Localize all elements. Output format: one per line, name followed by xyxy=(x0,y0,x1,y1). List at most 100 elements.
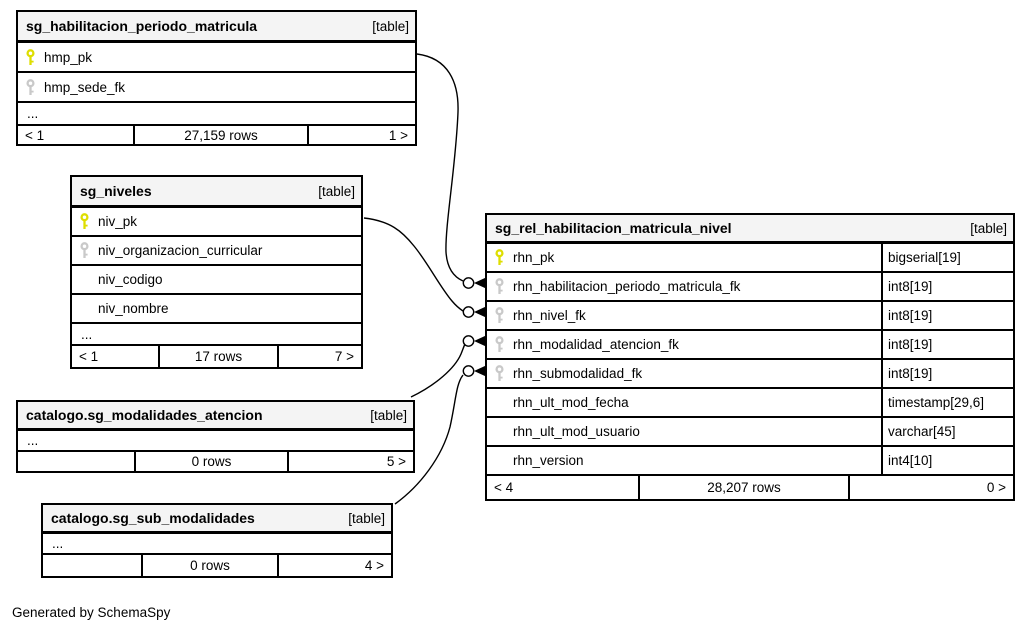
primary-key-icon xyxy=(24,48,37,66)
table-footer: 0 rows 4 > xyxy=(43,555,391,576)
table-header: catalogo.sg_modalidades_atencion [table] xyxy=(18,402,413,431)
footer-parent-count: < 1 xyxy=(25,127,45,143)
column-type: timestamp[29,6] xyxy=(881,389,1013,416)
column-row: rhn_ult_mod_usuario varchar[45] xyxy=(487,418,1013,447)
table-header: sg_niveles [table] xyxy=(72,177,361,208)
column-name: rhn_submodalidad_fk xyxy=(513,366,643,381)
column-name: niv_organizacion_curricular xyxy=(98,243,263,258)
primary-key-icon xyxy=(78,213,91,230)
foreign-key-icon xyxy=(493,278,506,295)
column-row: niv_codigo xyxy=(72,266,361,295)
footer-parent-count xyxy=(43,555,141,576)
table-catalogo-sg_sub_modalidades[interactable]: catalogo.sg_sub_modalidades [table] ... … xyxy=(41,503,393,578)
cardinality-circle xyxy=(462,277,475,289)
column-type: varchar[45] xyxy=(881,418,1013,445)
primary-key-icon xyxy=(493,249,506,266)
table-title[interactable]: catalogo.sg_modalidades_atencion xyxy=(26,407,263,423)
column-row: hmp_pk xyxy=(18,43,415,73)
column-type: bigserial[19] xyxy=(881,244,1013,271)
column-row: rhn_nivel_fk int8[19] xyxy=(487,302,1013,331)
column-row: niv_pk xyxy=(72,208,361,237)
footer-parent-count: < 4 xyxy=(494,480,514,495)
column-name: rhn_habilitacion_periodo_matricula_fk xyxy=(513,279,741,294)
foreign-key-icon xyxy=(78,242,91,259)
table-title[interactable]: sg_habilitacion_periodo_matricula xyxy=(26,18,258,34)
column-name: niv_codigo xyxy=(98,272,163,287)
table-type-badge: [table] xyxy=(348,510,385,526)
ellipsis-row: ... xyxy=(18,431,413,452)
column-name: rhn_pk xyxy=(513,250,555,265)
table-title[interactable]: catalogo.sg_sub_modalidades xyxy=(51,510,255,526)
column-name: hmp_pk xyxy=(44,49,93,65)
cardinality-circle xyxy=(462,306,475,318)
table-title[interactable]: sg_niveles xyxy=(80,183,152,199)
fk-connector-modalidad-atencion xyxy=(410,343,466,398)
column-name: niv_pk xyxy=(98,214,138,229)
column-row: rhn_habilitacion_periodo_matricula_fk in… xyxy=(487,273,1013,302)
column-row: niv_organizacion_curricular xyxy=(72,237,361,266)
footer-row-count: 0 rows xyxy=(134,452,289,471)
schemaspy-credit: Generated by SchemaSpy xyxy=(12,605,171,620)
fk-connector-submodalidad xyxy=(394,374,464,505)
column-type: int8[19] xyxy=(881,302,1013,329)
ellipsis-row: ... xyxy=(18,103,415,126)
cardinality-circle xyxy=(462,335,475,347)
table-header: sg_rel_habilitacion_matricula_nivel [tab… xyxy=(487,215,1013,244)
ellipsis-row: ... xyxy=(72,324,361,346)
foreign-key-icon xyxy=(493,365,506,382)
footer-row-count: 17 rows xyxy=(158,346,279,367)
table-footer: < 1 27,159 rows 1 > xyxy=(18,126,415,144)
column-name: rhn_nivel_fk xyxy=(513,308,586,323)
fk-arrowhead xyxy=(474,365,486,377)
footer-child-count: 7 > xyxy=(334,349,354,364)
table-footer: 0 rows 5 > xyxy=(18,452,413,471)
footer-row-count: 28,207 rows xyxy=(638,476,850,499)
column-type: int8[19] xyxy=(881,331,1013,358)
footer-parent-count: < 1 xyxy=(79,349,99,364)
column-row: hmp_sede_fk xyxy=(18,73,415,103)
footer-parent-count xyxy=(18,452,134,471)
column-row: rhn_submodalidad_fk int8[19] xyxy=(487,360,1013,389)
foreign-key-icon xyxy=(493,336,506,353)
column-name: rhn_modalidad_atencion_fk xyxy=(513,337,679,352)
table-sg_habilitacion_periodo_matricula[interactable]: sg_habilitacion_periodo_matricula [table… xyxy=(16,10,417,146)
column-name: hmp_sede_fk xyxy=(44,79,126,95)
column-name: rhn_version xyxy=(513,453,584,468)
table-header: sg_habilitacion_periodo_matricula [table… xyxy=(18,12,415,43)
table-type-badge: [table] xyxy=(372,18,409,34)
column-name: niv_nombre xyxy=(98,301,169,316)
table-type-badge: [table] xyxy=(370,407,407,423)
ellipsis-label: ... xyxy=(81,326,93,342)
column-name: rhn_ult_mod_fecha xyxy=(513,395,629,410)
cardinality-circle xyxy=(462,365,475,377)
table-type-badge: [table] xyxy=(970,220,1007,236)
table-header: catalogo.sg_sub_modalidades [table] xyxy=(43,505,391,534)
footer-child-count: 0 > xyxy=(986,480,1006,495)
footer-child-count: 5 > xyxy=(386,454,406,469)
table-sg_niveles[interactable]: sg_niveles [table] niv_pk niv_organizaci… xyxy=(70,175,363,369)
footer-row-count: 27,159 rows xyxy=(133,126,309,144)
ellipsis-row: ... xyxy=(43,534,391,555)
footer-row-count: 0 rows xyxy=(141,555,279,576)
footer-child-count: 4 > xyxy=(364,558,384,573)
fk-connector-habilitacion-periodo xyxy=(416,53,464,282)
ellipsis-label: ... xyxy=(27,433,39,448)
table-catalogo-sg_modalidades_atencion[interactable]: catalogo.sg_modalidades_atencion [table]… xyxy=(16,400,415,473)
footer-child-count: 1 > xyxy=(388,127,408,143)
column-row: rhn_version int4[10] xyxy=(487,447,1013,476)
column-type: int4[10] xyxy=(881,447,1013,474)
table-footer: < 1 17 rows 7 > xyxy=(72,346,361,367)
column-row: rhn_modalidad_atencion_fk int8[19] xyxy=(487,331,1013,360)
column-row: rhn_ult_mod_fecha timestamp[29,6] xyxy=(487,389,1013,418)
column-name: rhn_ult_mod_usuario xyxy=(513,424,640,439)
fk-arrowhead xyxy=(474,335,486,347)
ellipsis-label: ... xyxy=(27,106,39,121)
column-type: int8[19] xyxy=(881,360,1013,387)
table-title[interactable]: sg_rel_habilitacion_matricula_nivel xyxy=(495,220,732,236)
table-sg_rel_habilitacion_matricula_nivel[interactable]: sg_rel_habilitacion_matricula_nivel [tab… xyxy=(485,213,1015,501)
column-row: niv_nombre xyxy=(72,295,361,324)
foreign-key-icon xyxy=(24,78,37,96)
table-type-badge: [table] xyxy=(318,183,355,199)
